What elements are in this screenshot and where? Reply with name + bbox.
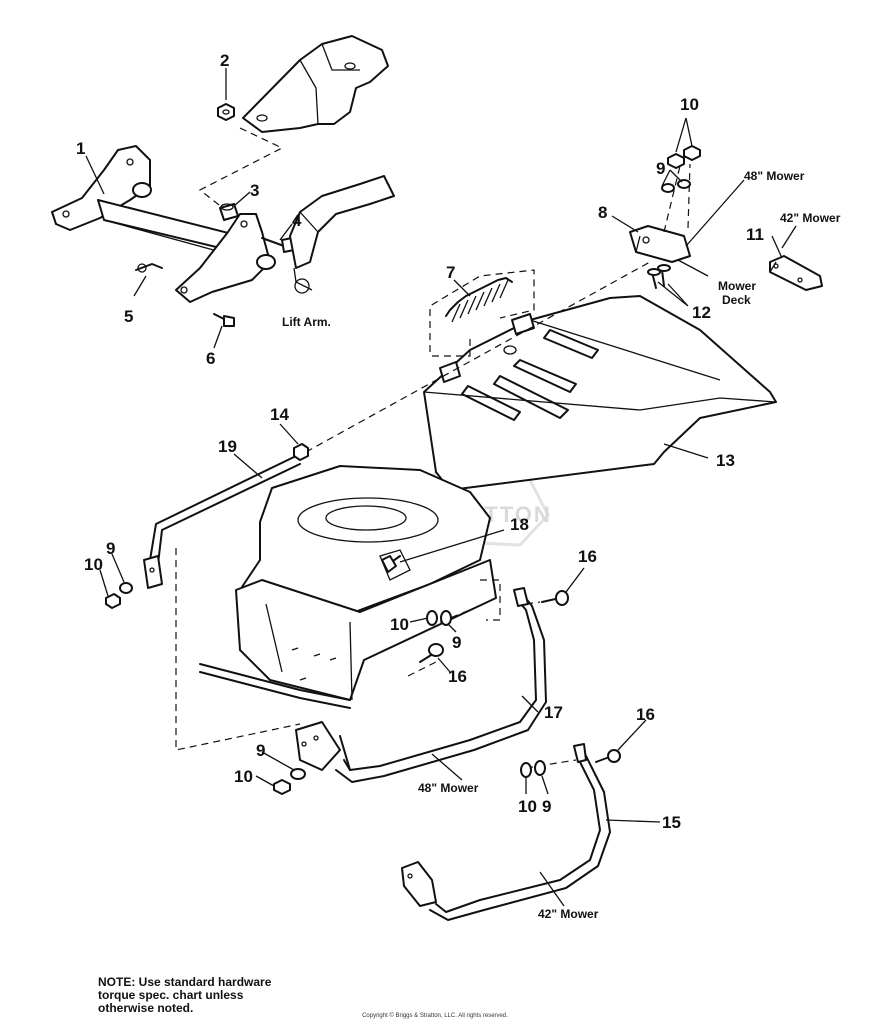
bolt-16-center <box>419 643 444 663</box>
screws-12 <box>647 264 671 289</box>
callout-14: 14 <box>270 405 289 424</box>
callout-7: 7 <box>446 263 455 282</box>
callout-9-left: 9 <box>106 539 115 558</box>
bolt-16-bottom <box>595 749 621 763</box>
callout-9-center: 9 <box>452 633 461 652</box>
callout-11: 11 <box>746 225 764 244</box>
part-pivot-frame <box>51 145 276 303</box>
bracket-11 <box>769 255 823 291</box>
callout-8: 8 <box>598 203 607 222</box>
connector-deck-rod <box>305 261 651 453</box>
connector-spring <box>429 269 535 352</box>
callout-6: 6 <box>206 349 215 368</box>
callout-9-lower-right: 9 <box>542 797 551 816</box>
bolt-6 <box>213 313 235 327</box>
connector-bottom-nuts <box>525 759 577 769</box>
callout-4: 4 <box>292 211 302 230</box>
copyright-text: Copyright © Briggs & Stratton, LLC. All … <box>362 1013 508 1019</box>
callout-13: 13 <box>716 451 735 470</box>
nuts-10-9-lower-right <box>520 760 546 778</box>
callout-18: 18 <box>510 515 529 534</box>
label-48-mower-bottom: 48" Mower <box>418 781 479 795</box>
bolt-16-top <box>541 590 569 606</box>
nuts-10-9-left <box>105 582 133 609</box>
callout-9-bottom: 9 <box>256 741 265 760</box>
nuts-10-9-top <box>661 145 701 193</box>
callout-2: 2 <box>220 51 229 70</box>
label-42-mower-top: 42" Mower <box>780 211 841 225</box>
rod-19 <box>143 455 301 589</box>
label-mower-deck-line2: Deck <box>722 293 751 307</box>
callout-19: 19 <box>218 437 237 456</box>
leader-lines <box>85 68 797 907</box>
label-42-mower-bottom: 42" Mower <box>538 907 599 921</box>
connector-right <box>480 579 501 621</box>
callout-16-center: 16 <box>448 667 467 686</box>
mower-deck <box>423 295 777 491</box>
callout-10-top: 10 <box>680 95 699 114</box>
callout-10-lower-right: 10 <box>518 797 537 816</box>
spacer-left <box>439 361 461 383</box>
callout-5: 5 <box>124 307 133 326</box>
callout-15: 15 <box>662 813 681 832</box>
lift-arm <box>289 175 395 294</box>
spacer-3 <box>219 203 239 221</box>
nut-14 <box>293 443 309 461</box>
callout-10-center: 10 <box>390 615 409 634</box>
callout-10-left: 10 <box>84 555 103 574</box>
callout-16-bottom: 16 <box>636 705 655 724</box>
connector-bracket8 <box>663 163 691 233</box>
label-mower-deck-line1: Mower <box>718 279 756 293</box>
callout-3: 3 <box>250 181 259 200</box>
callout-17: 17 <box>544 703 563 722</box>
callout-1: 1 <box>76 139 85 158</box>
clip-5 <box>135 263 163 273</box>
nut-2 <box>217 103 235 121</box>
screw-18 <box>381 555 401 573</box>
bar-15 <box>401 743 611 921</box>
bar-17 <box>295 587 547 783</box>
torque-note: NOTE: Use standard hardware torque spec.… <box>98 975 272 1015</box>
bracket-8 <box>629 225 691 263</box>
callout-9-top: 9 <box>656 159 665 178</box>
nuts-10-9-bottom <box>273 768 306 795</box>
callout-16-top: 16 <box>578 547 597 566</box>
label-48-mower-top: 48" Mower <box>744 169 805 183</box>
spring-7 <box>445 277 513 323</box>
connector-bolt16-left <box>407 659 441 677</box>
callout-12: 12 <box>692 303 711 322</box>
connector-bracket <box>198 127 284 213</box>
callout-10-bottom: 10 <box>234 767 253 786</box>
mower-housing <box>199 465 497 709</box>
connector-spacer-left <box>432 338 471 357</box>
label-lift-arm: Lift Arm. <box>282 315 331 329</box>
part-bracket-upper <box>242 35 389 133</box>
